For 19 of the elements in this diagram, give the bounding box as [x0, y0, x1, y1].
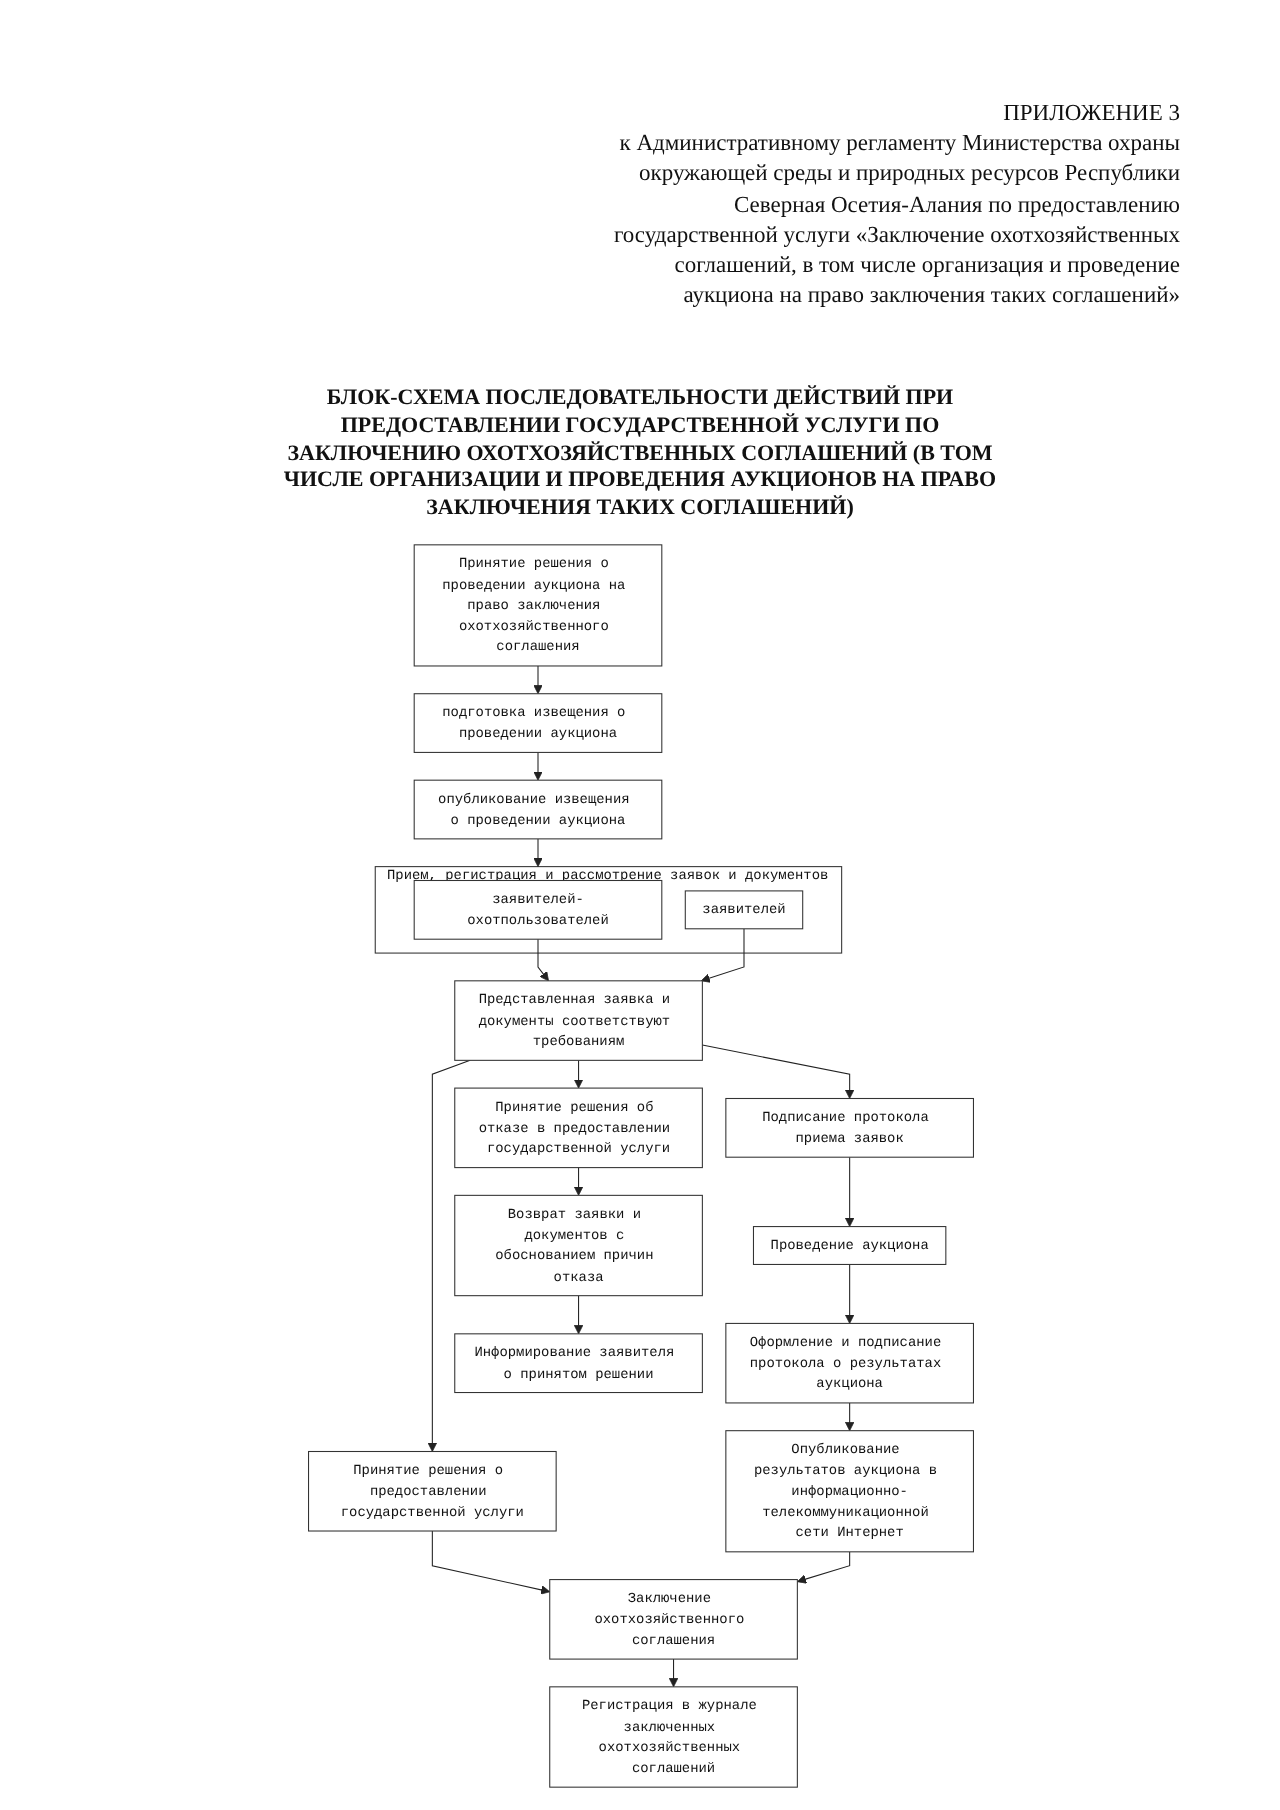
arrow	[843, 1402, 854, 1432]
arrow	[843, 1156, 854, 1227]
arrow	[843, 1263, 854, 1324]
arrow	[795, 1551, 850, 1584]
arrow	[532, 665, 542, 695]
arrow	[532, 838, 542, 868]
arrow	[700, 1044, 854, 1099]
arrow	[572, 1295, 583, 1335]
arrow	[572, 1059, 583, 1089]
arrow	[699, 928, 744, 983]
arrow	[426, 1059, 470, 1452]
appendix-heading: ПРИЛОЖЕНИЕ 3	[1001, 100, 1180, 130]
appendix-note: к Административному регламенту Министерства охраны окружающей среды и природных ресурсов Республики Северная Осетия-Алания по предоставлению государственной услуги «Заключение охотхозяйственных соглашений, в том числе организация и проведение аукциона на право заключения таких соглашений»	[611, 130, 1180, 313]
arrow	[667, 1658, 678, 1688]
arrow	[536, 938, 548, 982]
arrow	[572, 1167, 583, 1196]
arrow	[532, 751, 542, 781]
arrow	[430, 1530, 550, 1595]
diagram-title: БЛОК-СХЕМА ПОСЛЕДОВАТЕЛЬНОСТИ ДЕЙСТВИЙ ПРИ ПРЕДОСТАВЛЕНИИ ГОСУДАРСТВЕННОЙ УСЛУГИ ПО ЗАКЛЮЧЕНИЮ ОХОТХОЗЯЙСТВЕННЫХ СОГЛАШЕНИЙ (В ТОМ ЧИСЛЕ ОРГАНИЗАЦИИ И ПРОВЕДЕНИЯ АУКЦИОНОВ НА ПРАВО ЗАКЛЮЧЕНИЯ ТАКИХ СОГЛАШЕНИЙ)	[281, 386, 999, 524]
